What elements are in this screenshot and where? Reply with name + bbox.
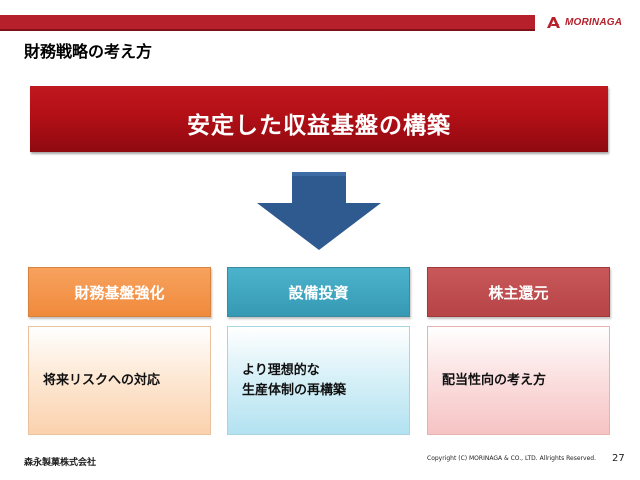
column-body-text: より理想的な 生産体制の再構築	[242, 362, 347, 398]
page-title: 財務戦略の考え方	[24, 42, 153, 61]
column-body-financial-base: 将来リスクへの対応	[28, 326, 211, 435]
copyright-notice: Copyright (C) MORINAGA & CO., LTD. Allri…	[427, 455, 596, 462]
morinaga-angel-logo-icon	[547, 17, 560, 28]
column-header-label: 株主還元	[488, 284, 549, 302]
column-header-shareholder-return: 株主還元	[427, 267, 610, 317]
column-header-label: 設備投資	[288, 284, 349, 302]
column-body-text: 配当性向の考え方	[442, 372, 547, 388]
company-name: 森永製菓株式会社	[24, 458, 97, 468]
column-body-shareholder-return: 配当性向の考え方	[427, 326, 610, 435]
brand-name: MORINAGA	[565, 16, 623, 28]
column-body-text: 将来リスクへの対応	[43, 372, 161, 388]
main-banner: 安定した収益基盤の構築	[30, 86, 608, 152]
banner-text: 安定した収益基盤の構築	[187, 113, 451, 139]
page-number: 27	[612, 453, 625, 464]
brand-logo: MORINAGA	[546, 14, 622, 30]
down-arrow-icon	[257, 172, 381, 250]
column-body-capex: より理想的な 生産体制の再構築	[227, 326, 410, 435]
header-bar-shadow	[0, 29, 535, 31]
header-bar	[0, 15, 535, 29]
column-header-label: 財務基盤強化	[74, 284, 165, 302]
column-header-capex: 設備投資	[227, 267, 410, 317]
column-header-financial-base: 財務基盤強化	[28, 267, 211, 317]
